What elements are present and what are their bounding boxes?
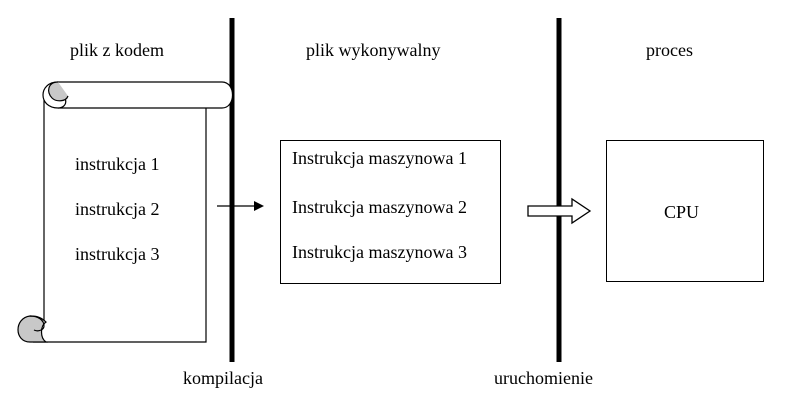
executable-title: plik wykonywalny <box>306 40 441 60</box>
source-line-3: instrukcja 3 <box>75 244 160 264</box>
source-line-2: instrukcja 2 <box>75 199 160 219</box>
run-arrow <box>527 197 592 225</box>
executable-line-3: Instrukcja maszynowa 3 <box>292 242 467 262</box>
executable-box <box>280 140 501 284</box>
executable-line-1: Instrukcja maszynowa 1 <box>292 148 467 168</box>
source-line-1: instrukcja 1 <box>75 154 160 174</box>
scroll-icon <box>17 81 234 343</box>
cpu-box <box>606 140 764 282</box>
process-title: proces <box>646 40 693 60</box>
compile-label: kompilacja <box>183 368 263 388</box>
executable-line-2: Instrukcja maszynowa 2 <box>292 197 467 217</box>
cpu-label: CPU <box>664 202 700 222</box>
source-title: plik z kodem <box>70 40 164 60</box>
compile-arrow <box>217 201 264 211</box>
run-label: uruchomienie <box>494 368 593 388</box>
